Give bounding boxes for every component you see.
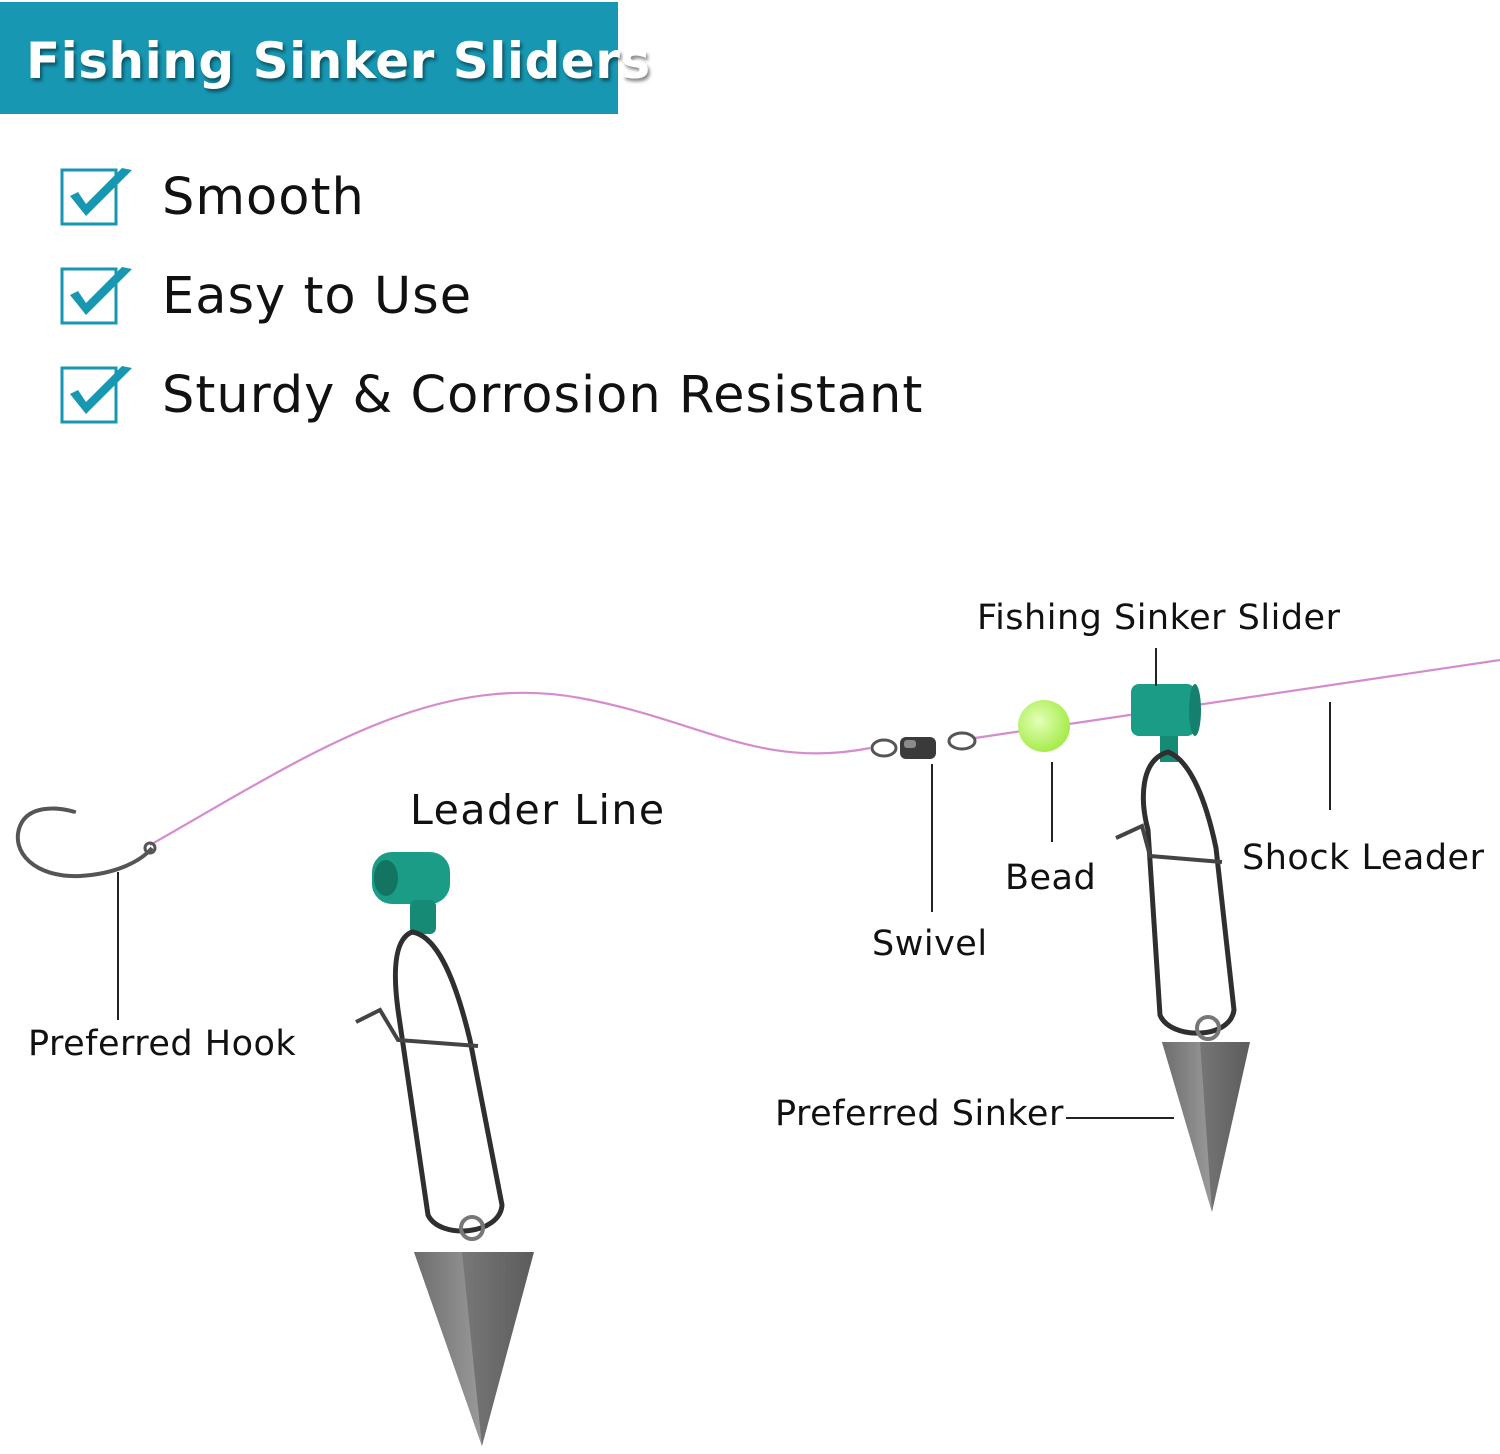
label-preferred-sinker: Preferred Sinker bbox=[775, 1094, 1064, 1134]
feature-label: Easy to Use bbox=[162, 267, 473, 326]
sinker-slider-left-icon bbox=[355, 852, 505, 1241]
feature-label: Sturdy & Corrosion Resistant bbox=[162, 366, 924, 425]
label-leader-line: Leader Line bbox=[410, 786, 666, 834]
swivel-icon bbox=[870, 731, 977, 759]
checkbox-checked-icon bbox=[60, 168, 132, 226]
sinker-right-icon bbox=[1162, 1042, 1250, 1212]
bead-icon bbox=[1018, 700, 1070, 752]
page-title: Fishing Sinker Sliders bbox=[26, 32, 651, 90]
label-swivel: Swivel bbox=[872, 924, 988, 964]
leader-line-path bbox=[149, 691, 871, 846]
hook-icon bbox=[15, 806, 157, 879]
sinker-left-icon bbox=[414, 1252, 534, 1446]
label-bead: Bead bbox=[1005, 858, 1097, 898]
checkbox-checked-icon bbox=[60, 267, 132, 325]
label-fishing-sinker-slider: Fishing Sinker Slider bbox=[977, 598, 1341, 638]
label-shock-leader: Shock Leader bbox=[1242, 838, 1485, 878]
label-preferred-hook: Preferred Hook bbox=[28, 1024, 297, 1064]
feature-label: Smooth bbox=[162, 168, 365, 227]
header-banner: Fishing Sinker Sliders bbox=[0, 2, 650, 114]
checkbox-checked-icon bbox=[60, 366, 132, 424]
sinker-slider-right-icon bbox=[1115, 684, 1237, 1041]
